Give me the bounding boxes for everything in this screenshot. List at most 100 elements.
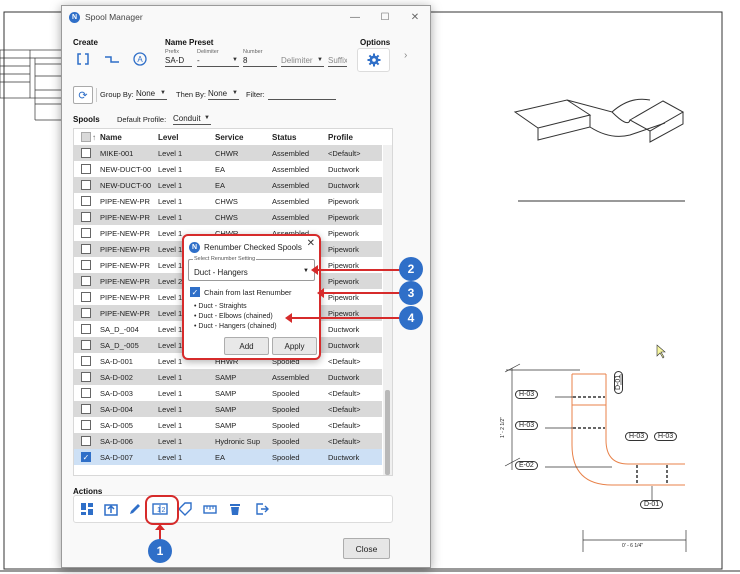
suffix-input[interactable]: Suffix bbox=[328, 55, 347, 67]
dialog-close-button[interactable]: ✕ bbox=[306, 238, 315, 249]
row-checkbox[interactable] bbox=[81, 180, 91, 190]
apply-button[interactable]: Apply bbox=[272, 337, 317, 355]
default-profile-select[interactable]: Conduit▼ bbox=[173, 113, 211, 125]
auto-create-button[interactable]: A bbox=[131, 51, 149, 67]
row-checkbox[interactable] bbox=[81, 164, 91, 174]
then-by-select[interactable]: None▼ bbox=[208, 88, 239, 100]
cell-name: PIPE-NEW-PR bbox=[100, 196, 150, 206]
cell-status: Assembled bbox=[272, 164, 310, 174]
cell-name: SA_D_-004 bbox=[100, 324, 139, 334]
minimize-button[interactable]: — bbox=[350, 11, 360, 23]
callout-4: 4 bbox=[399, 306, 423, 330]
cell-profile: Pipework bbox=[328, 212, 359, 222]
row-checkbox[interactable] bbox=[81, 212, 91, 222]
column-header-status[interactable]: Status bbox=[272, 132, 297, 142]
close-window-button[interactable]: ✕ bbox=[410, 11, 420, 23]
row-checkbox[interactable] bbox=[81, 436, 91, 446]
expand-chevron-icon[interactable]: › bbox=[404, 50, 408, 61]
options-button[interactable] bbox=[357, 48, 390, 72]
prefix-input[interactable]: SA-D bbox=[165, 55, 192, 67]
column-header-name[interactable]: Name bbox=[100, 132, 122, 142]
title-bar[interactable]: N Spool Manager — ☐ ✕ bbox=[62, 6, 430, 28]
delete-button[interactable] bbox=[227, 501, 243, 517]
suffix-placeholder: Suffix bbox=[328, 56, 347, 65]
row-checkbox[interactable] bbox=[81, 372, 91, 382]
row-checkbox[interactable] bbox=[81, 228, 91, 238]
tag-button[interactable] bbox=[177, 501, 193, 517]
row-checkbox[interactable] bbox=[81, 324, 91, 334]
dialog-title-bar[interactable]: N Renumber Checked Spools bbox=[184, 240, 319, 254]
close-button[interactable]: Close bbox=[343, 538, 390, 559]
cell-profile: Pipework bbox=[328, 244, 359, 254]
refresh-button[interactable]: ⟳ bbox=[73, 86, 93, 104]
cad-tag: E-02 bbox=[515, 461, 538, 470]
group-by-select[interactable]: None▼ bbox=[136, 88, 167, 100]
scrollbar-thumb[interactable] bbox=[385, 390, 390, 475]
row-checkbox[interactable] bbox=[81, 340, 91, 350]
column-header-profile[interactable]: Profile bbox=[328, 132, 353, 142]
row-checkbox[interactable] bbox=[81, 244, 91, 254]
column-header-level[interactable]: Level bbox=[158, 132, 179, 142]
row-checkbox[interactable] bbox=[81, 260, 91, 270]
exit-button[interactable] bbox=[254, 501, 270, 517]
row-checkbox[interactable] bbox=[81, 308, 91, 318]
row-checkbox[interactable]: ✓ bbox=[81, 452, 91, 462]
edit-button[interactable] bbox=[127, 501, 143, 517]
add-button[interactable]: Add bbox=[224, 337, 269, 355]
cell-service: EA bbox=[215, 164, 226, 174]
row-checkbox[interactable] bbox=[81, 276, 91, 286]
cad-tag: D-01 bbox=[640, 500, 664, 509]
select-all-checkbox[interactable] bbox=[81, 132, 91, 142]
delimiter-select[interactable]: -▼ bbox=[197, 55, 239, 67]
row-checkbox[interactable] bbox=[81, 196, 91, 206]
cell-status: Assembled bbox=[272, 228, 310, 238]
delimiter2-select[interactable]: Delimiter▼ bbox=[281, 55, 324, 67]
cell-name: SA_D_-005 bbox=[100, 340, 139, 350]
table-scrollbar[interactable] bbox=[383, 145, 392, 475]
row-checkbox[interactable] bbox=[81, 356, 91, 366]
sort-arrow-icon[interactable]: ↑ bbox=[92, 132, 96, 142]
prefix-label: Prefix bbox=[165, 49, 180, 55]
chain-checkbox[interactable]: ✓ bbox=[190, 287, 200, 297]
cell-name: PIPE-NEW-PR bbox=[100, 212, 150, 222]
row-checkbox[interactable] bbox=[81, 388, 91, 398]
create-from-run-button[interactable] bbox=[103, 51, 121, 67]
filter-input[interactable] bbox=[268, 88, 336, 100]
cell-service: Hydronic Sup bbox=[215, 436, 261, 446]
row-checkbox[interactable] bbox=[81, 148, 91, 158]
row-checkbox[interactable] bbox=[81, 404, 91, 414]
row-checkbox[interactable] bbox=[81, 292, 91, 302]
maximize-button[interactable]: ☐ bbox=[380, 11, 390, 23]
chain-option[interactable]: ✓ Chain from last Renumber bbox=[190, 287, 292, 297]
number-input[interactable]: 8 bbox=[243, 55, 277, 67]
list-item: • Duct - Hangers (chained) bbox=[194, 323, 277, 330]
export-button[interactable] bbox=[103, 501, 119, 517]
auto-icon: A bbox=[133, 52, 147, 66]
measure-button[interactable] bbox=[202, 501, 218, 517]
row-checkbox[interactable] bbox=[81, 420, 91, 430]
layout-button[interactable] bbox=[79, 501, 95, 517]
create-spool-button[interactable] bbox=[74, 51, 92, 67]
delimiter-label: Delimiter bbox=[197, 49, 219, 55]
renumber-setting-select[interactable]: Select Renumber Setting Duct - Hangers ▼ bbox=[188, 256, 315, 281]
column-header-service[interactable]: Service bbox=[215, 132, 244, 142]
cell-profile: Ductwork bbox=[328, 340, 360, 350]
